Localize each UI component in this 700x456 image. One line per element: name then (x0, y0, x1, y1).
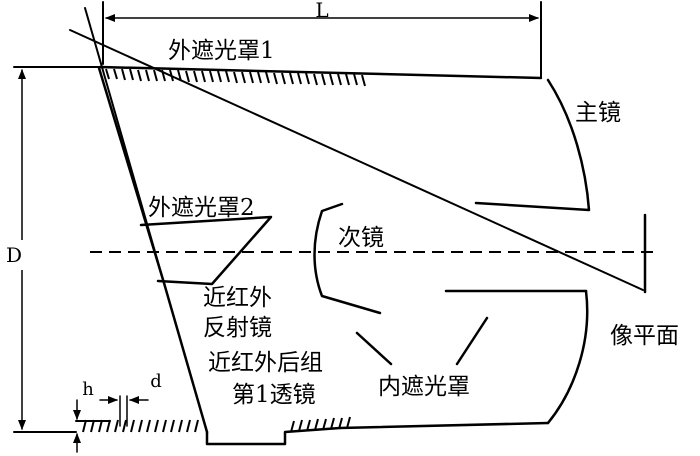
label-inner-baffle: 内遮光罩 (378, 374, 470, 400)
dimension-h-label: h (82, 379, 94, 400)
secondary-mirror (313, 202, 382, 315)
outer-baffle-1 (98, 65, 543, 87)
label-secondary-mirror: 次镜 (338, 225, 384, 251)
primary-mirror (97, 66, 591, 446)
dimension-h: h (73, 379, 111, 453)
label-image-plane: 像平面 (610, 323, 679, 349)
dimension-d: d (99, 371, 162, 427)
label-nir-reflector-line2: 反射镜 (203, 315, 272, 341)
dimension-D-label: D (6, 243, 22, 267)
baffle-vanes-top (105, 68, 366, 87)
outer-baffle-2 (139, 215, 273, 286)
dimension-L: L (102, 0, 542, 79)
label-nir-rear-group-line2: 第1透镜 (232, 382, 316, 408)
inner-baffle (355, 289, 589, 425)
label-nir-reflector-line1: 近红外 (203, 285, 272, 311)
label-primary-mirror: 主镜 (575, 100, 621, 126)
ray-lines (69, 7, 644, 291)
label-outer-baffle-2: 外遮光罩2 (148, 195, 255, 221)
label-outer-baffle-1: 外遮光罩1 (168, 38, 275, 64)
dimension-d-label: d (150, 371, 162, 392)
label-nir-rear-group-line1: 近红外后组 (208, 350, 323, 376)
dimension-D: D (6, 66, 101, 433)
dimension-L-label: L (315, 0, 328, 22)
baffle-vanes-bottom (82, 416, 351, 433)
